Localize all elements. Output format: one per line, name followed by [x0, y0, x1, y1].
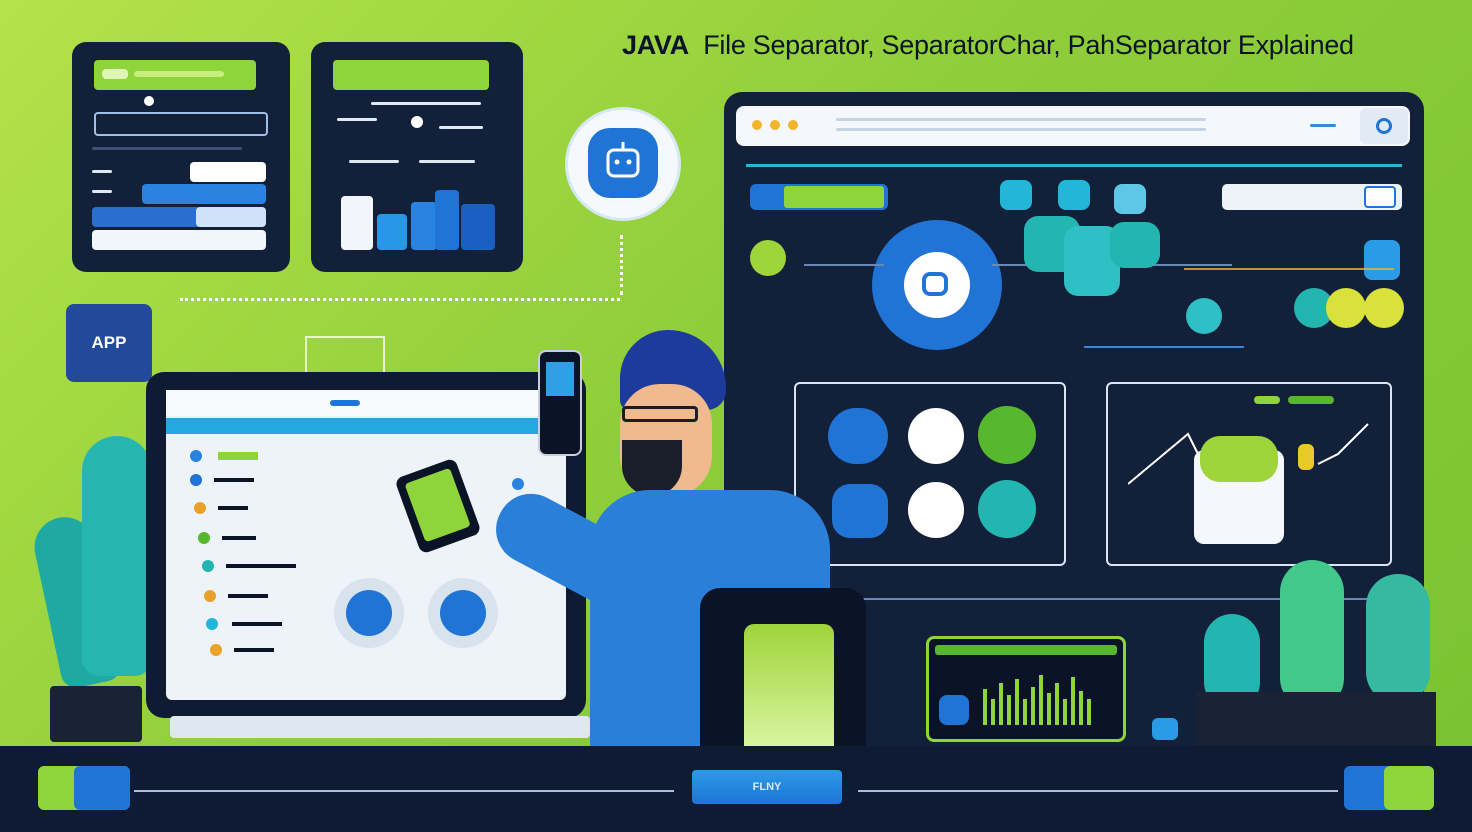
title-java: JAVA: [622, 30, 689, 60]
chair: [700, 588, 866, 746]
app-badge-label: APP: [91, 333, 127, 352]
list-item[interactable]: [194, 502, 206, 514]
bottom-toolbar: FLNY: [0, 746, 1472, 832]
monitor-widget: [926, 636, 1126, 742]
module-tile-3[interactable]: [978, 406, 1036, 464]
center-button-label: FLNY: [752, 781, 782, 793]
module-tile-6[interactable]: [978, 480, 1036, 538]
analytics-panel: [1106, 382, 1392, 566]
phone-icon[interactable]: [538, 350, 582, 456]
module-grid: [794, 382, 1066, 566]
dashboard-card-left: [72, 42, 290, 272]
title-tail: Explained: [1237, 30, 1354, 60]
plant-icon: [28, 436, 172, 746]
dashboard-card-chart: [311, 42, 523, 272]
list-item[interactable]: [190, 450, 202, 462]
list-item[interactable]: [202, 560, 214, 572]
list-item[interactable]: [198, 532, 210, 544]
browser-bar: [736, 106, 1410, 146]
module-tile-4[interactable]: [832, 484, 888, 538]
page-title: JAVA File Separator, SeparatorChar, PahS…: [622, 30, 1354, 61]
bot-icon: [568, 110, 678, 218]
list-item[interactable]: [210, 644, 222, 656]
module-tile-5[interactable]: [908, 482, 964, 538]
gear-icon: [882, 230, 992, 340]
title-main: File Separator, SeparatorChar, PahSepara…: [703, 30, 1231, 60]
plant-icon-right: [1196, 560, 1436, 746]
app-badge[interactable]: APP: [66, 304, 152, 382]
cat-icon: [1194, 424, 1284, 544]
center-button[interactable]: FLNY: [692, 770, 842, 804]
left-connector-icon[interactable]: [38, 766, 130, 810]
search-icon[interactable]: [1360, 108, 1408, 144]
bot-cluster: [1024, 216, 1164, 306]
list-item[interactable]: [190, 474, 202, 486]
right-connector-icon[interactable]: [1344, 766, 1434, 810]
module-tile-2[interactable]: [908, 408, 964, 464]
list-item[interactable]: [206, 618, 218, 630]
module-tile-1[interactable]: [828, 408, 888, 464]
list-item[interactable]: [204, 590, 216, 602]
